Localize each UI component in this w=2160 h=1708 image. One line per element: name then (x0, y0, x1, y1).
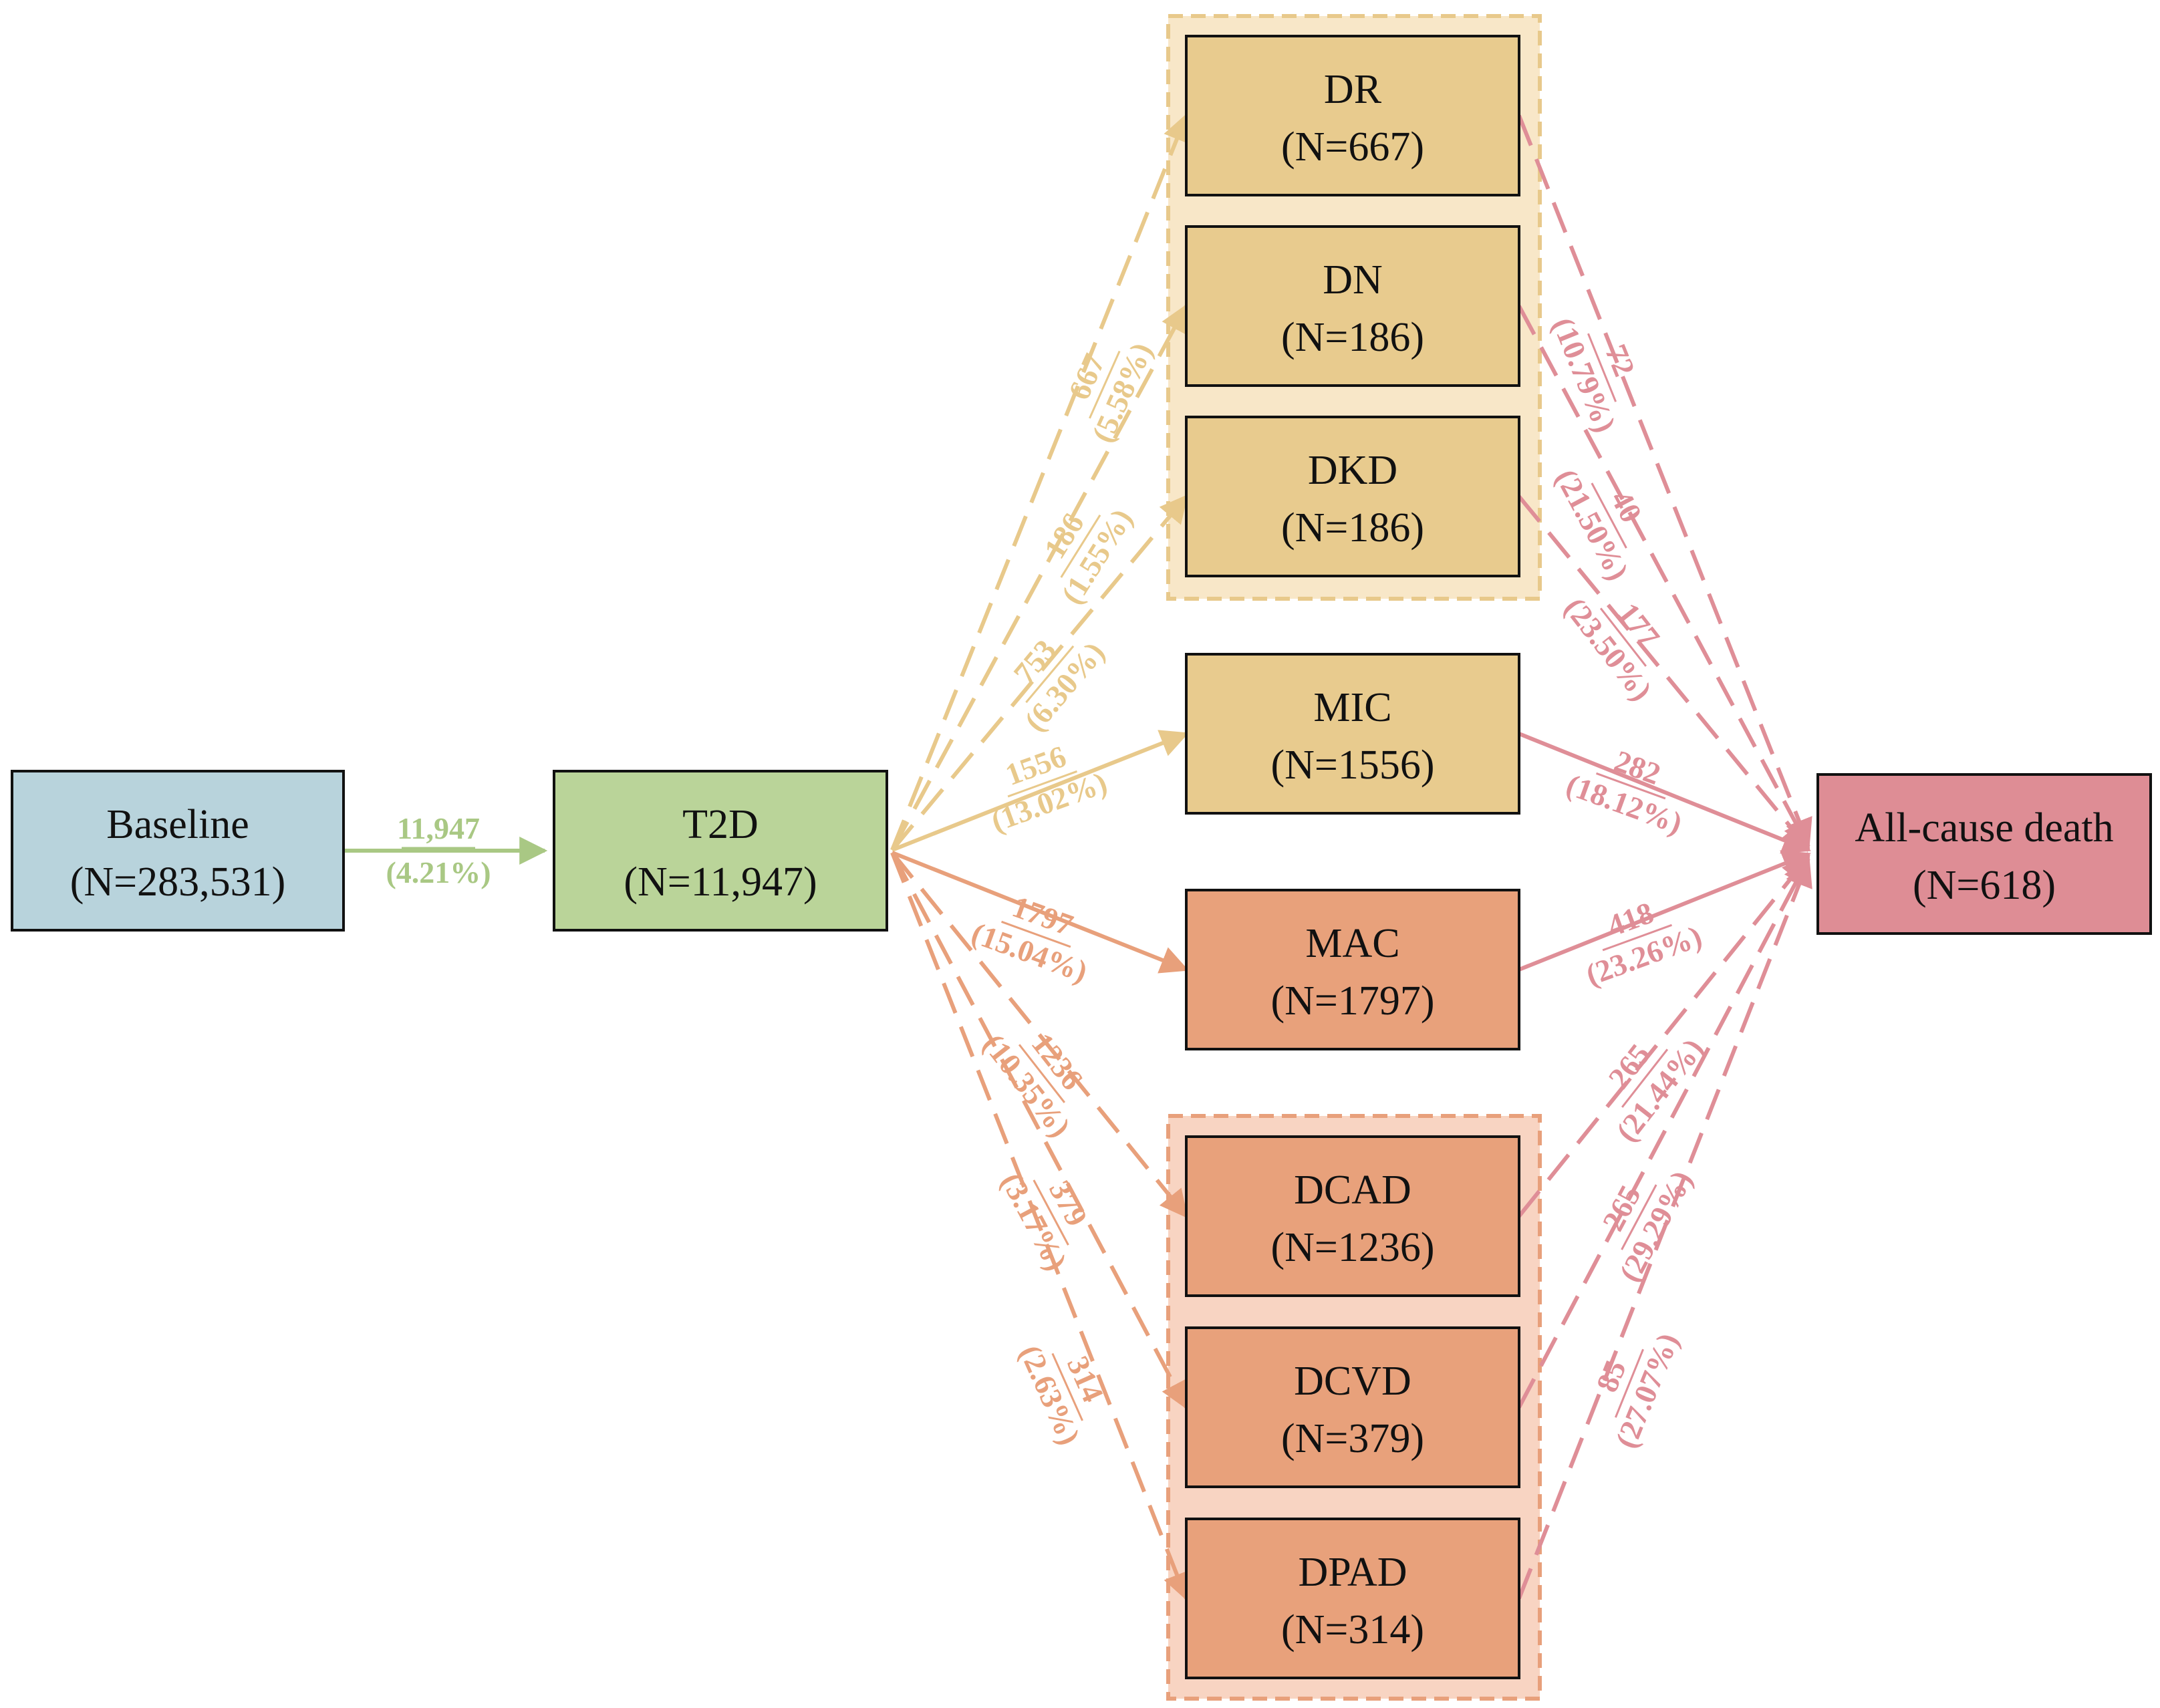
edge-percent: (4.21%) (386, 855, 491, 889)
node-dpad: DPAD (N=314) (1185, 1518, 1520, 1679)
node-count: (N=379) (1281, 1416, 1424, 1461)
node-box (1185, 889, 1520, 1050)
node-box (1816, 773, 2152, 935)
node-title: Baseline (106, 802, 249, 847)
node-count: (N=1797) (1270, 978, 1434, 1024)
edge-label-divider (1621, 1048, 1669, 1108)
edge-t2d-to-mic (891, 730, 1189, 852)
edge-label-divider (1033, 1179, 1069, 1246)
edge-label-dpad-to-death: 85(27.07%) (1589, 1328, 1685, 1453)
edge-t2d-to-dpad (890, 851, 1190, 1601)
node-box (553, 770, 888, 932)
edge-label-divider (1089, 350, 1121, 419)
node-title: All-cause death (1855, 805, 2113, 851)
edge-t2d-to-dcvd (890, 851, 1188, 1410)
node-t2d: T2D (N=11,947) (553, 770, 888, 932)
node-dn: DN (N=186) (1185, 225, 1520, 387)
edge-dpad-to-death (1517, 858, 1812, 1600)
edge-dkd-to-death (1517, 495, 1810, 851)
node-box (1185, 225, 1520, 387)
edge-t2d-to-dcad (890, 851, 1188, 1219)
edge-label-baseline-to-t2d: 11,947 (4.21%) (386, 811, 491, 889)
node-title: DN (1323, 257, 1383, 303)
edge-label-divider (1051, 1353, 1083, 1421)
node-box (1185, 416, 1520, 577)
node-title: DPAD (1298, 1550, 1407, 1595)
node-title: T2D (682, 802, 759, 847)
node-title: DR (1324, 67, 1382, 112)
edge-t2d-to-mac (891, 851, 1189, 974)
node-count: (N=667) (1281, 124, 1424, 170)
edge-label-divider (1007, 770, 1077, 798)
node-count: (N=186) (1281, 315, 1424, 360)
node-box (1185, 1518, 1520, 1679)
edge-label-divider (1025, 645, 1075, 704)
edge-label-dcvd-to-death: 265(29.29%) (1596, 1165, 1700, 1287)
edge-dcvd-to-death (1517, 856, 1810, 1409)
edge-label-dkd-to-death: 177(23.50%) (1558, 591, 1667, 706)
edge-label-t2d-to-dpad: 314(2.63%) (1013, 1340, 1111, 1449)
edge-label-t2d-to-mic: 1556(13.02%) (986, 739, 1111, 839)
node-box (1185, 35, 1520, 196)
edge-label-divider (1621, 1184, 1657, 1250)
edge-t2d-to-dr (890, 113, 1190, 851)
node-count: (N=1236) (1270, 1225, 1434, 1270)
edge-dr-to-death (1517, 114, 1812, 847)
edge-label-t2d-to-dcvd: 379(3.17%) (994, 1167, 1094, 1276)
edge-label-mac-to-death: 418(23.26%) (1581, 895, 1706, 992)
node-dcvd: DCVD (N=379) (1185, 1326, 1520, 1488)
edge-t2d-to-dkd (890, 494, 1188, 851)
edge-mac-to-death (1518, 850, 1811, 972)
node-mic: MIC (N=1556) (1185, 653, 1520, 815)
edge-label-divider (1018, 1044, 1066, 1103)
edge-label-divider (1591, 482, 1627, 549)
node-count: (N=618) (1913, 863, 2056, 908)
node-title: MAC (1305, 921, 1399, 966)
node-count: (N=186) (1281, 505, 1424, 551)
node-title: DCAD (1294, 1167, 1411, 1213)
edge-label-divider (1614, 1348, 1644, 1418)
edge-label-divider (1596, 772, 1666, 800)
edge-count: 11,947 (397, 811, 480, 845)
edge-label-mic-to-death: 282(18.12%) (1562, 744, 1687, 841)
edges (344, 113, 1812, 1601)
node-dcad: DCAD (N=1236) (1185, 1135, 1520, 1297)
node-count: (N=314) (1281, 1607, 1424, 1653)
node-box (11, 770, 345, 932)
node-box (1185, 653, 1520, 815)
edge-label-t2d-to-dcad: 1236(10.35%) (976, 1027, 1090, 1143)
edge-label-divider (1599, 607, 1647, 667)
node-count: (N=11,947) (624, 859, 817, 905)
node-dr: DR (N=667) (1185, 35, 1520, 196)
nodes: Baseline (N=283,531) T2D (N=11,947) DR (N=667… (11, 35, 2152, 1679)
node-baseline: Baseline (N=283,531) (11, 770, 345, 932)
edge-dcad-to-death (1517, 854, 1810, 1218)
edge-t2d-to-dn (890, 303, 1188, 851)
edge-mic-to-death (1518, 732, 1811, 854)
edge-label-t2d-to-dr: 667(5.58%) (1062, 337, 1160, 447)
node-death: All-cause death (N=618) (1816, 773, 2152, 935)
node-box (1185, 1326, 1520, 1488)
edge-dn-to-death (1517, 305, 1810, 849)
node-dkd: DKD (N=186) (1185, 416, 1520, 577)
edge-label-dcad-to-death: 265(21.44%) (1601, 1032, 1710, 1147)
edge-label-dr-to-death: 72(10.79%) (1546, 313, 1641, 437)
edge-label-dn-to-death: 40(21.50%) (1549, 463, 1649, 585)
edge-label-t2d-to-dkd: 753(6.30%) (1006, 633, 1111, 738)
edge-count: 40 (1604, 484, 1649, 528)
node-mac: MAC (N=1797) (1185, 889, 1520, 1050)
node-title: DKD (1308, 448, 1397, 493)
edge-label-divider (1602, 923, 1672, 952)
node-title: DCVD (1294, 1359, 1411, 1404)
node-count: (N=1556) (1270, 742, 1434, 788)
node-box (1185, 1135, 1520, 1297)
edge-label-divider (1587, 333, 1617, 402)
node-count: (N=283,531) (70, 859, 286, 905)
node-title: MIC (1313, 685, 1391, 730)
edge-label-divider (1001, 920, 1071, 948)
edge-label-divider (1060, 514, 1101, 578)
